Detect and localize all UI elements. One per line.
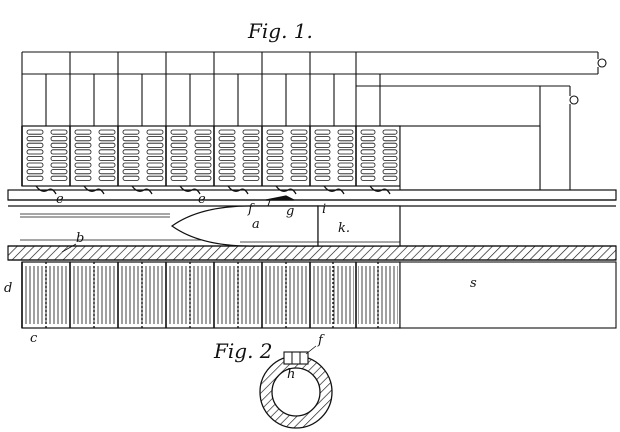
contact-spring [179,185,201,195]
contact-springs [35,185,391,195]
upper-coil-winding [26,129,44,181]
label-h: h [287,367,295,382]
upper-coil-winding [194,129,212,181]
fig2-title: Fig. 2 [213,339,273,363]
lower-coil-block [21,261,617,329]
label-k: k. [338,221,350,236]
fig2-cross-section [259,345,333,429]
label-s: s [470,276,477,291]
lower-coil-winding [69,262,116,328]
contact-spring [35,185,57,195]
label-f-fig1: f [247,202,255,217]
contact-spring [323,185,345,195]
label-e-right: e [198,192,206,207]
upper-coil-winding [266,129,284,181]
upper-coil-winding [382,129,398,181]
contact-spring [227,185,249,195]
label-d: d [4,281,12,296]
label-b: b [76,231,84,246]
fig1-title: Fig. 1. [247,19,313,43]
upper-coil-winding [290,129,308,181]
upper-coil-block [21,125,541,191]
contact-spring [275,185,297,195]
label-c: c [30,331,38,346]
upper-coil-winding [360,129,376,181]
label-g: g [286,204,294,219]
upper-coil-winding [242,129,260,181]
contact-spring [131,185,153,195]
label-e-left: e [56,192,64,207]
lower-coil-winding [21,262,68,328]
label-a: a [252,217,260,232]
upper-coil-winding [74,129,92,181]
label-f-fig2: f [317,333,325,348]
lower-coil-winding [117,262,164,328]
lower-coil-winding [213,262,260,328]
lower-coil-winding [165,262,212,328]
upper-coils [21,126,398,186]
lower-coil-winding [355,262,398,328]
upper-coil-winding [218,129,236,181]
lower-coils [21,262,398,328]
lower-coil-winding [309,262,354,328]
upper-coil-winding [50,129,68,181]
projectile-a [170,195,401,247]
lower-coil-winding [261,262,308,328]
contact-spring [369,185,391,195]
label-i: i [322,202,326,217]
upper-coil-winding [337,129,354,181]
upper-coil-winding [122,129,140,181]
upper-coil-winding [314,129,331,181]
upper-coil-winding [98,129,116,181]
upper-coil-winding [146,129,164,181]
contact-spring [83,185,105,195]
upper-coil-winding [170,129,188,181]
